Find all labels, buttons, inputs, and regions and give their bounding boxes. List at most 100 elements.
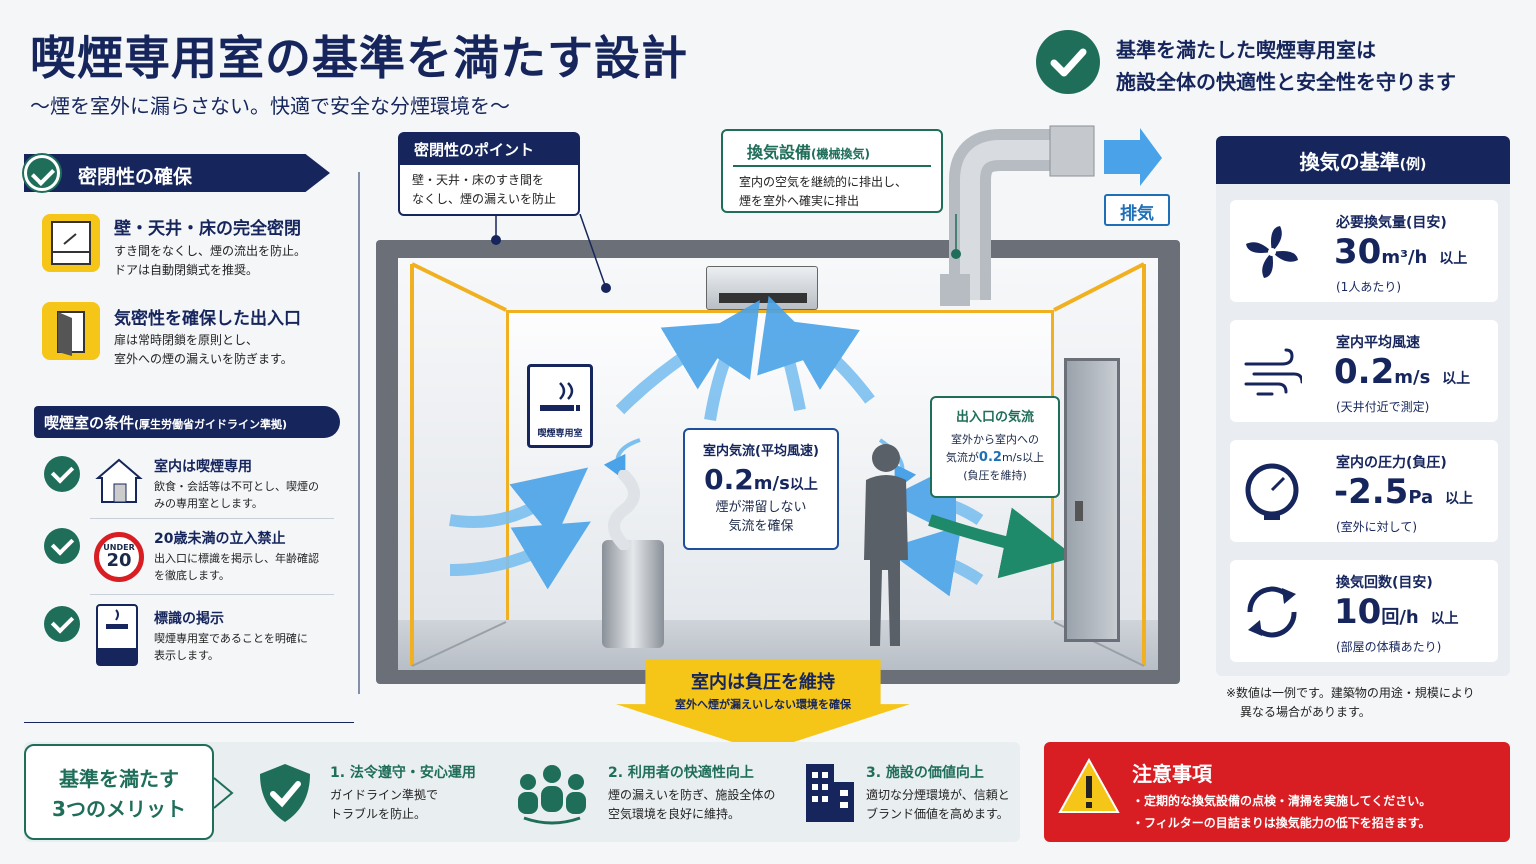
airflow-arrows — [449, 295, 1076, 597]
door-icon — [42, 302, 100, 360]
standard-label: 室内平均風速 — [1336, 335, 1420, 351]
summary-banner: 基準を満たした喫煙専用室は 施設全体の快適性と安全性を守ります — [1036, 30, 1516, 94]
merit-desc: 適切な分煙環境が、信頼と — [866, 788, 1010, 802]
divider — [90, 518, 334, 519]
standard-label: 室内の圧力(負圧) — [1336, 455, 1447, 471]
standard-sub: (天井付近で測定) — [1336, 400, 1430, 414]
fan-icon — [1246, 226, 1298, 278]
gauge-icon — [1245, 463, 1299, 520]
caution-line: ・フィルターの目詰まりは換気能力の低下を招きます。 — [1132, 816, 1431, 830]
merit-desc: トラブルを防止。 — [330, 807, 427, 821]
callout-leaders — [491, 214, 961, 293]
warning-icon — [1058, 758, 1120, 813]
people-icon — [518, 765, 586, 825]
airflow-callout: 室内気流(平均風速) 0.2m/s以上 煙が滞留しない 気流を確保 — [683, 428, 839, 550]
standard-value: -2.5Pa 以上 — [1334, 472, 1474, 512]
condition-title: 室内は喫煙専用 — [154, 459, 252, 475]
check-icon — [44, 456, 80, 492]
exhaust-label: 排気 — [1104, 194, 1170, 226]
sign-icon — [96, 604, 138, 666]
standard-card: 室内の圧力(負圧) -2.5Pa 以上 (室外に対して) — [1230, 440, 1498, 542]
smoking-room-sign: 喫煙専用室 — [527, 364, 593, 448]
person-silhouette-icon — [864, 444, 908, 646]
condition-desc: 表示します。 — [154, 649, 219, 662]
condition-desc: 喫煙専用室であることを明確に — [154, 632, 308, 645]
sealing-heading: 密閉性の確保 — [24, 154, 330, 192]
standard-value: 10回/h 以上 — [1334, 592, 1459, 632]
ashtray-bin-icon — [602, 540, 664, 648]
condition-title: 20歳未満の立入禁止 — [154, 531, 286, 547]
chevron-right-icon — [213, 777, 234, 809]
under-20-prohibited-icon: UNDER 20 — [94, 532, 144, 582]
entrance-heading: 出入口の気流 — [955, 410, 1034, 425]
entrance-line: 気流が0.2m/s以上 — [945, 450, 1045, 465]
condition-desc: 出入口に標識を掲示し、年齢確認 — [154, 552, 319, 565]
merit-title: 3. 施設の価値向上 — [866, 765, 984, 781]
airflow-line: 気流を確保 — [728, 519, 794, 534]
smoke-icon — [608, 470, 640, 550]
caution-box: 注意事項 ・定期的な換気設備の点検・清掃を実施してください。 ・フィルターの目詰… — [1044, 742, 1510, 842]
sealing-item-title: 壁・天井・床の完全密閉 — [114, 219, 301, 239]
standards-heading: 換気の基準(例) — [1216, 136, 1510, 184]
sealing-item-title: 気密性を確保した出入口 — [114, 309, 301, 329]
room-perspective-lines — [410, 262, 1146, 667]
condition-title: 標識の掲示 — [154, 611, 224, 627]
page-subtitle: 〜煙を室外に漏らさない。快適で安全な分煙環境を〜 — [30, 94, 510, 118]
standard-value: 30m³/h 以上 — [1334, 232, 1468, 272]
seal-point-heading: 密閉性のポイント — [400, 134, 578, 165]
standard-card: 必要換気量(目安) 30m³/h 以上 (1人あたり) — [1230, 200, 1498, 302]
entrance-door — [1064, 358, 1120, 642]
sign-label: 喫煙専用室 — [537, 429, 583, 439]
ventilation-callout: 換気設備(機械換気) 室内の空気を継続的に排出し、 煙を室外へ確実に排出 — [721, 129, 943, 213]
entrance-airflow-callout: 出入口の気流 室外から室内への 気流が0.2m/s以上 (負圧を維持) — [930, 396, 1060, 498]
left-divider — [358, 172, 360, 694]
shield-check-icon — [260, 764, 310, 822]
standards-note: ※数値は一例です。建築物の用途・規模により 異なる場合があります。 — [1226, 686, 1475, 719]
standard-sub: (1人あたり) — [1336, 280, 1401, 294]
merit-desc: 空気環境を良好に維持。 — [608, 807, 741, 821]
cycle-icon — [1247, 586, 1297, 638]
merits-heading: 基準を満たす 3つのメリット — [24, 744, 214, 840]
merit-desc: 煙の漏えいを防ぎ、施設全体の — [608, 788, 776, 802]
merit-desc: ブランド価値を高めます。 — [866, 807, 1009, 821]
ventilation-line: 煙を室外へ確実に排出 — [739, 194, 860, 208]
check-circle-icon — [1036, 30, 1100, 94]
seal-point-line: 壁・天井・床のすき間を — [412, 173, 545, 187]
seal-point-line: なくし、煙の漏えいを防止 — [412, 192, 557, 206]
merit-desc: ガイドライン準拠で — [330, 788, 439, 802]
building-icon — [806, 764, 854, 822]
entrance-line: (負圧を維持) — [963, 469, 1027, 482]
airflow-heading: 室内気流(平均風速) — [703, 444, 819, 459]
airflow-value: 0.2m/s以上 — [704, 463, 818, 496]
seal-point-callout: 密閉性のポイント 壁・天井・床のすき間を なくし、煙の漏えいを防止 — [398, 132, 580, 216]
negative-pressure-text: 室内は負圧を維持 室外へ煙が漏えいしない環境を確保 — [675, 672, 851, 711]
condition-desc: を徹底します。 — [154, 569, 230, 582]
check-icon — [24, 155, 60, 191]
sealing-item-desc: ドアは自動閉鎖式を推奨。 — [114, 263, 259, 277]
summary-line-1: 基準を満たした喫煙専用室は — [1116, 38, 1376, 62]
conditions-heading: 喫煙室の条件(厚生労働省ガイドライン準拠) — [34, 406, 340, 438]
wind-icon — [1244, 348, 1302, 396]
divider — [90, 594, 334, 595]
airflow-line: 煙が滞留しない — [715, 500, 807, 515]
standard-label: 必要換気量(目安) — [1336, 215, 1447, 231]
summary-line-2: 施設全体の快適性と安全性を守ります — [1116, 70, 1456, 94]
standard-label: 換気回数(目安) — [1336, 575, 1433, 591]
entrance-line: 室外から室内への — [951, 433, 1039, 446]
standard-value: 0.2m/s 以上 — [1334, 352, 1471, 392]
check-icon — [44, 528, 80, 564]
divider — [24, 722, 354, 723]
standard-card: 室内平均風速 0.2m/s 以上 (天井付近で測定) — [1230, 320, 1498, 422]
merit-title: 1. 法令遵守・安心運用 — [330, 765, 476, 781]
caution-line: ・定期的な換気設備の点検・清掃を実施してください。 — [1132, 794, 1432, 808]
caution-heading: 注意事項 — [1132, 762, 1212, 786]
exhaust-duct — [940, 125, 1162, 306]
ventilation-line: 室内の空気を継続的に排出し、 — [739, 175, 908, 189]
condition-desc: 飲食・会話等は不可とし、喫煙の — [154, 480, 319, 493]
sealing-item-desc: 扉は常時閉鎖を原則とし、 — [114, 333, 259, 347]
check-icon — [44, 606, 80, 642]
ventilation-heading: 換気設備(機械換気) — [733, 131, 931, 167]
window-icon — [42, 214, 100, 272]
standard-card: 換気回数(目安) 10回/h 以上 (部屋の体積あたり) — [1230, 560, 1498, 662]
house-icon — [94, 456, 144, 510]
